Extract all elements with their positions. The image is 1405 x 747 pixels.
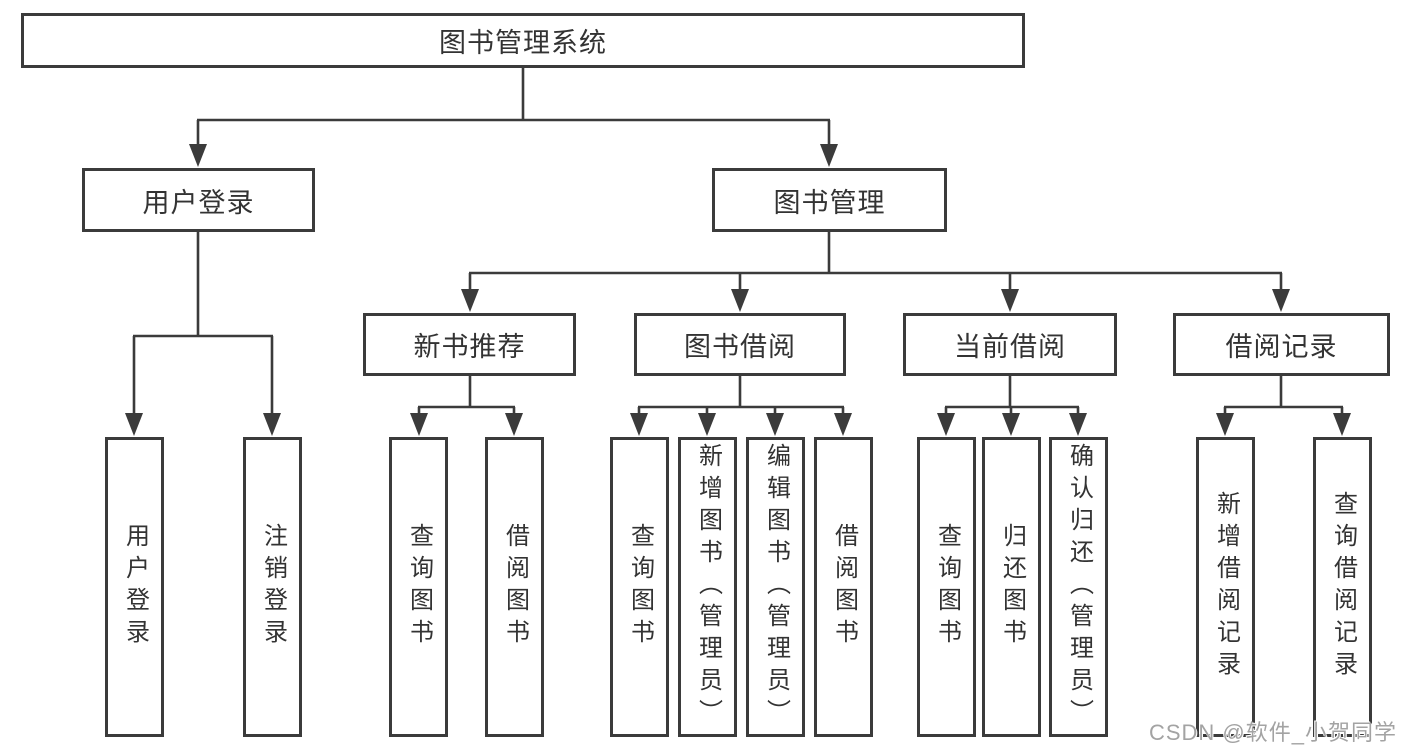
csdn-watermark: CSDN @软件_小贺同学 bbox=[1148, 720, 1397, 745]
node-label: 图书管理 bbox=[773, 187, 886, 218]
node-label: 新书推荐 bbox=[413, 332, 526, 362]
leaf-user-login: 用户登录 bbox=[105, 437, 164, 737]
leaf-search-borrow-record: 查询借阅记录 bbox=[1313, 437, 1372, 737]
node-book-borrowing: 图书借阅 bbox=[634, 313, 846, 376]
leaf-confirm-return-admin: 确认归还（管理员） bbox=[1049, 437, 1108, 737]
leaf-add-book-admin: 新增图书（管理员） bbox=[678, 437, 737, 737]
node-user-login: 用户登录 bbox=[82, 168, 315, 232]
leaf-label: 查询借阅记录 bbox=[1329, 491, 1357, 683]
node-label: 用户登录 bbox=[142, 187, 255, 218]
leaf-edit-book-admin: 编辑图书（管理员） bbox=[746, 437, 805, 737]
leaf-label: 编辑图书（管理员） bbox=[762, 443, 790, 731]
leaf-borrow-books-borrowing: 借阅图书 bbox=[814, 437, 873, 737]
leaf-label: 借阅图书 bbox=[501, 523, 529, 651]
leaf-add-borrow-record: 新增借阅记录 bbox=[1196, 437, 1255, 737]
leaf-search-books-recommend: 查询图书 bbox=[389, 437, 448, 737]
leaf-search-books-current: 查询图书 bbox=[917, 437, 976, 737]
leaf-borrow-books-recommend: 借阅图书 bbox=[485, 437, 544, 737]
leaf-label: 用户登录 bbox=[121, 523, 149, 651]
node-borrowing-records: 借阅记录 bbox=[1173, 313, 1390, 376]
leaf-label: 借阅图书 bbox=[830, 523, 858, 651]
leaf-label: 查询图书 bbox=[626, 523, 654, 651]
leaf-label: 查询图书 bbox=[405, 523, 433, 651]
leaf-return-books: 归还图书 bbox=[982, 437, 1041, 737]
leaf-label: 确认归还（管理员） bbox=[1065, 443, 1093, 731]
leaf-search-books-borrowing: 查询图书 bbox=[610, 437, 669, 737]
leaf-label: 归还图书 bbox=[998, 523, 1026, 651]
leaf-logout: 注销登录 bbox=[243, 437, 302, 737]
node-new-book-recommendation: 新书推荐 bbox=[363, 313, 576, 376]
node-label: 图书借阅 bbox=[684, 332, 796, 362]
leaf-label: 注销登录 bbox=[259, 523, 287, 651]
node-label: 当前借阅 bbox=[954, 332, 1066, 362]
leaf-label: 查询图书 bbox=[933, 523, 961, 651]
node-book-management: 图书管理 bbox=[712, 168, 947, 232]
node-label: 图书管理系统 bbox=[439, 28, 607, 58]
node-library-management-system: 图书管理系统 bbox=[21, 13, 1025, 68]
node-current-borrowing: 当前借阅 bbox=[903, 313, 1117, 376]
leaf-label: 新增图书（管理员） bbox=[694, 443, 722, 731]
node-label: 借阅记录 bbox=[1225, 332, 1338, 362]
leaf-label: 新增借阅记录 bbox=[1212, 491, 1240, 683]
